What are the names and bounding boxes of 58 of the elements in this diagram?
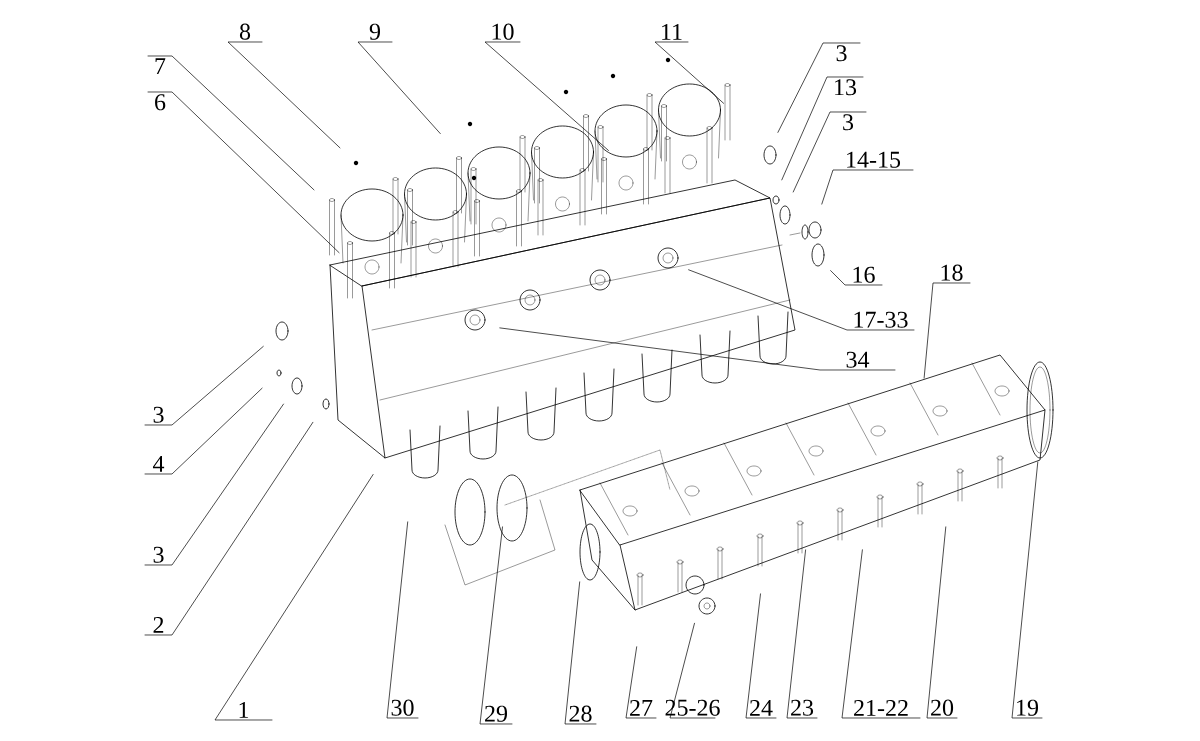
leader-line	[227, 41, 341, 149]
callout-number: 18	[941, 264, 963, 281]
leader-line	[144, 346, 264, 426]
callout-number: 8	[239, 23, 251, 40]
leader-line	[830, 270, 883, 286]
leader-line	[792, 111, 867, 193]
leader-line	[688, 269, 915, 331]
leader-line	[499, 327, 896, 371]
callout-number: 13	[835, 79, 857, 96]
leader-line	[926, 526, 958, 719]
leader-line	[786, 549, 818, 719]
leader-line	[777, 42, 861, 133]
leader-line	[214, 474, 374, 721]
callout-number: 6	[155, 94, 166, 111]
leader-line	[781, 76, 864, 181]
leader-line	[564, 581, 597, 725]
leader-line	[1011, 461, 1043, 719]
callout-number: 17-33	[854, 311, 908, 328]
callout-number: 27	[630, 699, 653, 716]
leader-line	[357, 41, 441, 134]
callout-number: 16	[853, 266, 875, 283]
callout-number: 23	[791, 699, 814, 716]
callout-number: 30	[391, 699, 414, 716]
callout-number: 4	[153, 456, 165, 472]
leader-line	[386, 521, 419, 719]
leader-line	[654, 41, 724, 104]
callout-number: 11	[662, 23, 682, 40]
leader-line	[669, 622, 716, 719]
leader-line	[144, 387, 263, 475]
callout-number: 9	[369, 23, 380, 40]
callout-number: 3	[153, 546, 164, 563]
callout-number: 34	[846, 351, 870, 368]
callout-number: 2	[153, 616, 164, 633]
callout-number: 20	[931, 699, 954, 716]
leader-line	[147, 91, 340, 254]
callout-number: 29	[485, 705, 507, 722]
leader-line	[923, 282, 971, 379]
callout-number: 7	[155, 58, 166, 74]
callout-number: 3	[843, 114, 854, 131]
leader-line	[144, 421, 314, 636]
leader-line	[745, 593, 777, 719]
callout-number: 19	[1017, 699, 1038, 716]
callout-number: 14-15	[847, 151, 901, 168]
leader-line	[147, 55, 315, 191]
callout-number: 1	[239, 701, 249, 718]
callout-number: 3	[836, 45, 847, 62]
leader-line	[479, 526, 513, 725]
callout-number: 24	[750, 699, 773, 716]
leader-line	[821, 169, 914, 205]
callout-number: 10	[492, 23, 514, 40]
callout-number: 28	[569, 705, 592, 722]
callout-number: 3	[153, 406, 164, 423]
leader-line	[484, 41, 609, 151]
callout-number: 21-22	[854, 699, 908, 716]
leader-line	[144, 403, 284, 566]
callout-number: 25-26	[665, 699, 720, 716]
leader-line	[841, 549, 921, 719]
leader-line	[625, 646, 657, 719]
